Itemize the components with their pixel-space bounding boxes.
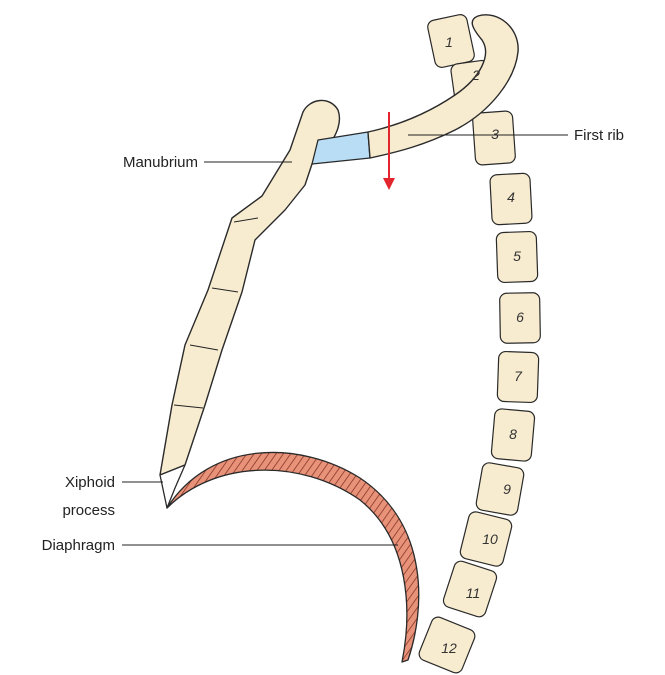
label-xiphoid-line1: Xiphoid: [65, 474, 115, 491]
vertebra-number: 7: [514, 368, 523, 384]
diaphragm-muscle: [167, 452, 419, 662]
label-first-rib: First rib: [574, 127, 624, 144]
vertebra-number: 11: [466, 585, 481, 601]
vertebra-number: 10: [482, 531, 498, 547]
vertebra-number: 9: [503, 481, 511, 497]
vertebra-number: 1: [445, 34, 453, 50]
vertebra-number: 6: [516, 309, 524, 325]
vertebra-number: 8: [509, 426, 517, 442]
vertebra-number: 4: [507, 189, 515, 205]
label-diaphragm: Diaphragm: [42, 537, 115, 554]
vertebra-number: 12: [441, 640, 457, 656]
vertebra-number: 2: [471, 67, 480, 83]
vertebra-number: 5: [513, 248, 521, 264]
label-xiphoid-line2: process: [62, 502, 115, 519]
vertebra: [475, 462, 525, 517]
vertebra-number: 3: [491, 126, 499, 142]
label-manubrium: Manubrium: [123, 154, 198, 171]
